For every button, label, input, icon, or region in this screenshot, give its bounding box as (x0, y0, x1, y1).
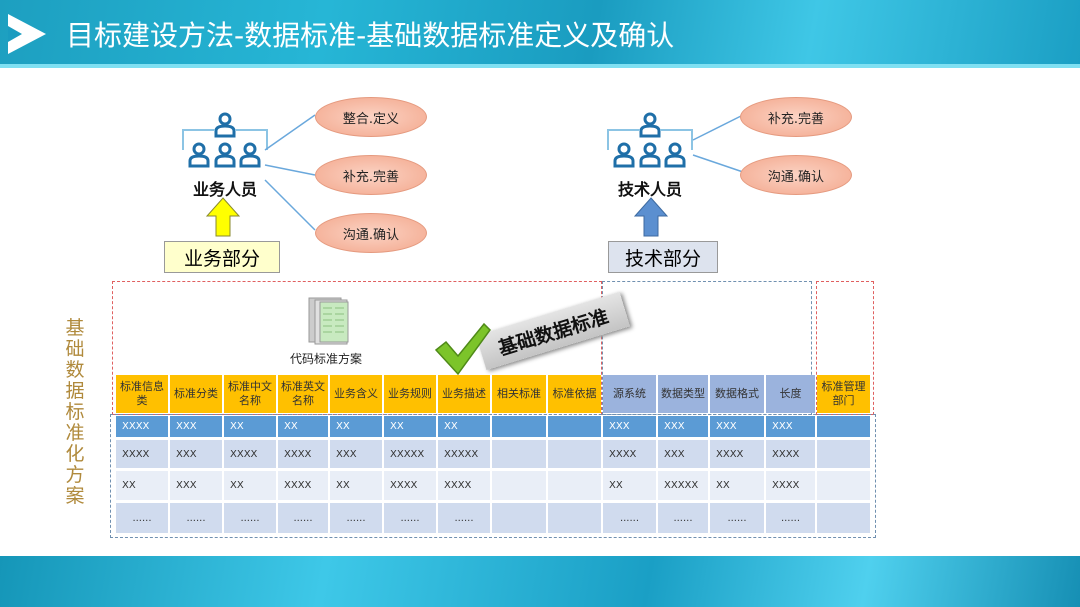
table-cell (817, 471, 870, 500)
table-header-cell: 业务含义 (330, 375, 382, 413)
table-cell: XXX (658, 440, 708, 468)
arrow-up-icon (633, 197, 669, 237)
table-cell: ...... (384, 503, 436, 533)
footer-banner (0, 556, 1080, 607)
table-cell: XXX (710, 416, 764, 437)
table-cell (548, 503, 601, 533)
table-cell: XXXX (710, 440, 764, 468)
table-header-cell: 业务描述 (438, 375, 490, 413)
table-frame (110, 414, 876, 538)
table-cell: ...... (116, 503, 168, 533)
table-cell: ...... (278, 503, 328, 533)
technical-people-label: 技术人员 (617, 180, 682, 199)
doc-label: 代码标准方案 (290, 352, 363, 366)
table-cell: XXXX (766, 471, 815, 500)
logo-play-icon (8, 14, 46, 54)
table-cell (548, 471, 601, 500)
table-header-cell: 相关标准 (492, 375, 546, 413)
table-header-cell: 数据格式 (710, 375, 764, 413)
table-header-cell: 标准管理部门 (817, 375, 870, 413)
side-vertical-label: 基础数据标准化方案 (65, 317, 85, 507)
table-cell: XX (438, 416, 490, 437)
table-cell: XXXX (116, 440, 168, 468)
action-ellipse: 沟通.确认 (740, 155, 852, 195)
table-cell: XXXXX (438, 440, 490, 468)
arrow-up-icon (205, 197, 241, 237)
table-cell: ...... (330, 503, 382, 533)
action-ellipse: 沟通.确认 (315, 213, 427, 253)
table-cell: XXXX (224, 440, 276, 468)
table-cell: ...... (224, 503, 276, 533)
table-cell: ...... (658, 503, 708, 533)
table-cell (548, 440, 601, 468)
table-cell: XX (116, 471, 168, 500)
table-cell: XXX (330, 440, 382, 468)
table-header-cell: 标准英文名称 (278, 375, 328, 413)
table-header-cell: 源系统 (603, 375, 656, 413)
table-cell: XXX (603, 416, 656, 437)
table-cell: ...... (438, 503, 490, 533)
header-banner (0, 0, 1080, 68)
table-cell: XX (224, 416, 276, 437)
document-stack-icon (308, 297, 349, 345)
arrows-connector (264, 114, 316, 231)
table-cell (492, 503, 546, 533)
table-cell (492, 471, 546, 500)
table-cell: XXXX (603, 440, 656, 468)
table-cell: XX (278, 416, 328, 437)
people-group-icon (607, 112, 693, 168)
action-ellipse: 整合.定义 (315, 97, 427, 137)
table-cell: XX (710, 471, 764, 500)
people-group-icon (182, 112, 268, 168)
table-cell: XX (603, 471, 656, 500)
table-header-cell: 标准分类 (170, 375, 222, 413)
table-cell (492, 416, 546, 437)
page-title: 目标建设方法-数据标准-基础数据标准定义及确认 (66, 19, 675, 52)
table-header-cell: 标准中文名称 (224, 375, 276, 413)
table-cell: XXXX (766, 440, 815, 468)
table-cell: XX (224, 471, 276, 500)
arrows-connector (692, 114, 744, 173)
table-header-cell: 数据类型 (658, 375, 708, 413)
table-cell: ...... (603, 503, 656, 533)
action-ellipse: 补充.完善 (740, 97, 852, 137)
table-cell: XXXXX (658, 471, 708, 500)
action-ellipse: 补充.完善 (315, 155, 427, 195)
table-cell: XXX (170, 416, 222, 437)
table-cell: XXXX (384, 471, 436, 500)
table-cell: XXX (170, 471, 222, 500)
table-header-cell: 标准信息类 (116, 375, 168, 413)
table-header-cell: 标准依据 (548, 375, 601, 413)
table-cell (817, 503, 870, 533)
table-cell (817, 440, 870, 468)
table-cell: XXXXX (384, 440, 436, 468)
table-cell (548, 416, 601, 437)
table-header-cell: 业务规则 (384, 375, 436, 413)
table-cell (817, 416, 870, 437)
table-cell: XX (330, 416, 382, 437)
business-part-box: 业务部分 (164, 241, 280, 273)
table-cell: XXXX (116, 416, 168, 437)
table-cell: ...... (766, 503, 815, 533)
checkmark-icon (434, 322, 491, 376)
table-cell: ...... (170, 503, 222, 533)
table-cell: XX (330, 471, 382, 500)
table-cell: XXXX (438, 471, 490, 500)
table-cell: XXXX (278, 471, 328, 500)
table-cell: XXX (658, 416, 708, 437)
table-cell: XX (384, 416, 436, 437)
business-people-label: 业务人员 (192, 180, 257, 199)
table-cell: XXX (766, 416, 815, 437)
table-cell: XXXX (278, 440, 328, 468)
table-cell: XXX (170, 440, 222, 468)
table-header-cell: 长度 (766, 375, 815, 413)
table-cell (492, 440, 546, 468)
technical-part-box: 技术部分 (608, 241, 718, 273)
table-cell: ...... (710, 503, 764, 533)
